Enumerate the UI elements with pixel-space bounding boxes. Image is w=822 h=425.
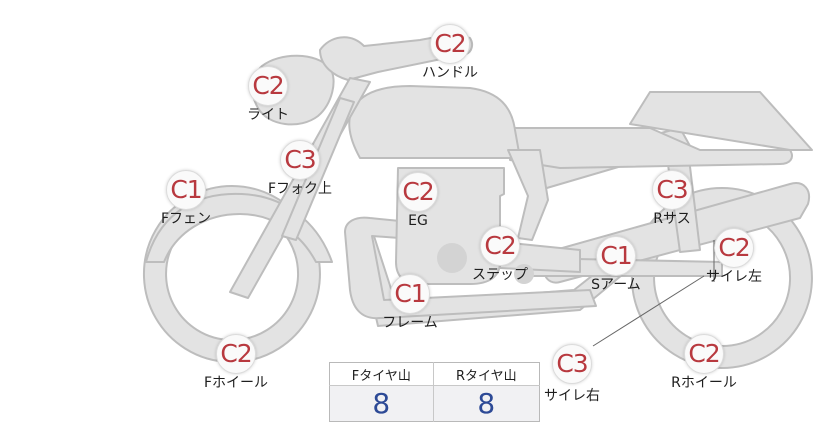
grade-badge: C2	[430, 24, 470, 64]
part-label: ステップ	[472, 267, 528, 283]
engine-case-dot	[437, 243, 467, 273]
part-engine: C2 EG	[376, 172, 460, 230]
part-front-fender: C1 Fフェン	[144, 170, 228, 228]
grade-badge: C1	[390, 274, 430, 314]
part-label: Rホイール	[671, 375, 737, 391]
part-frame: C1 フレーム	[368, 274, 452, 332]
part-label: サイレ左	[706, 269, 762, 285]
grade-badge: C3	[280, 140, 320, 180]
part-muffler-left: C2 サイレ左	[692, 228, 776, 286]
fuel-tank-shape	[348, 85, 521, 159]
grade-badge: C2	[216, 334, 256, 374]
part-label: サイレ右	[544, 388, 600, 404]
tire-tread-value-row: 8 8	[329, 385, 540, 422]
part-headlight: C2 ライト	[226, 66, 310, 124]
grade-badge: C1	[166, 170, 206, 210]
part-rear-wheel: C2 Rホイール	[662, 334, 746, 392]
part-label: Fフェン	[160, 211, 212, 227]
grade-badge: C2	[480, 226, 520, 266]
seat-shape	[509, 127, 793, 169]
step-dot	[514, 264, 534, 284]
part-label: ライト	[247, 107, 289, 123]
grade-badge: C1	[596, 236, 636, 276]
part-swing-arm: C1 Sアーム	[574, 236, 658, 294]
grade-badge: C2	[684, 334, 724, 374]
tire-tread-table: Fタイヤ山 Rタイヤ山 8 8	[329, 362, 540, 422]
front-tire-value: 8	[329, 385, 434, 422]
part-label: Fホイール	[203, 375, 269, 391]
part-front-fork-upper: C3 Fフォク上	[258, 140, 342, 198]
part-front-wheel: C2 Fホイール	[194, 334, 278, 392]
part-label: Rサス	[653, 211, 691, 227]
part-rear-suspension: C3 Rサス	[630, 170, 714, 228]
part-muffler-right: C3 サイレ右	[530, 344, 614, 405]
tail-cowl-shape	[629, 91, 813, 151]
leader-line-right-muffler	[592, 275, 705, 347]
rear-tire-value: 8	[433, 385, 540, 422]
grade-badge: C3	[652, 170, 692, 210]
part-handlebar: C2 ハンドル	[408, 24, 492, 82]
part-label: ハンドル	[422, 65, 478, 81]
rear-frame-down-shape	[507, 149, 549, 241]
grade-badge: C2	[714, 228, 754, 268]
front-tire-header: Fタイヤ山	[329, 362, 434, 386]
part-step: C2 ステップ	[458, 226, 542, 284]
tire-tread-header-row: Fタイヤ山 Rタイヤ山	[329, 362, 540, 386]
grade-badge: C3	[552, 344, 592, 384]
front-fork-inner-shape	[281, 97, 355, 241]
part-label: EG	[408, 213, 428, 229]
grade-badge: C2	[248, 66, 288, 106]
part-label: フレーム	[382, 315, 438, 331]
part-label: Sアーム	[591, 277, 641, 293]
rear-tire-header: Rタイヤ山	[433, 362, 540, 386]
grade-badge: C2	[398, 172, 438, 212]
exhaust-pipe-shape	[344, 216, 597, 320]
part-label: Fフォク上	[267, 181, 333, 197]
